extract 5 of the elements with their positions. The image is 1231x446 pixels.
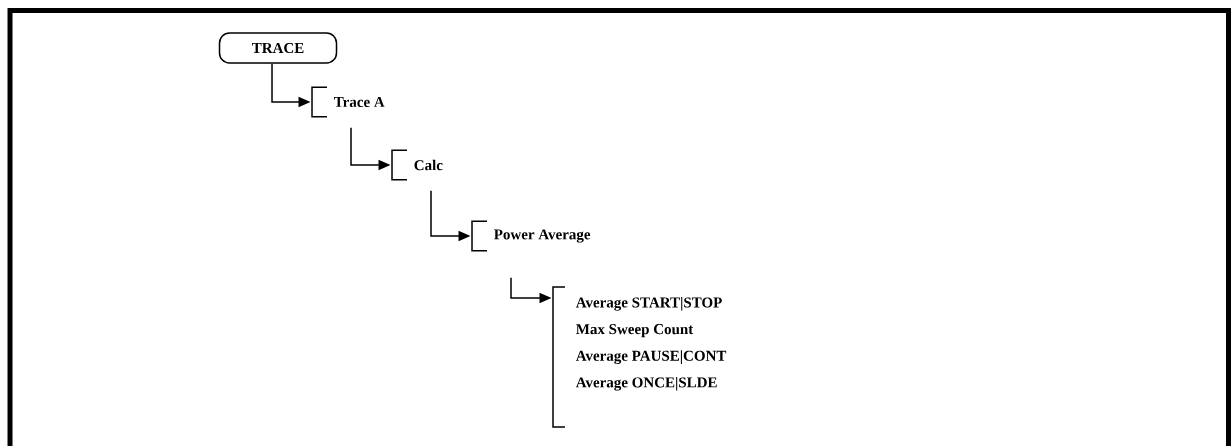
- menu-item: Power Average: [471, 220, 591, 252]
- menu-item: Trace A: [311, 86, 385, 118]
- menu-item: Calc: [391, 149, 443, 181]
- rounded-box: TRACE: [218, 32, 338, 64]
- menu-list: Average START|STOP Max Sweep Count Average PAUSE|CONT Average ONCE|SLDE: [552, 286, 727, 428]
